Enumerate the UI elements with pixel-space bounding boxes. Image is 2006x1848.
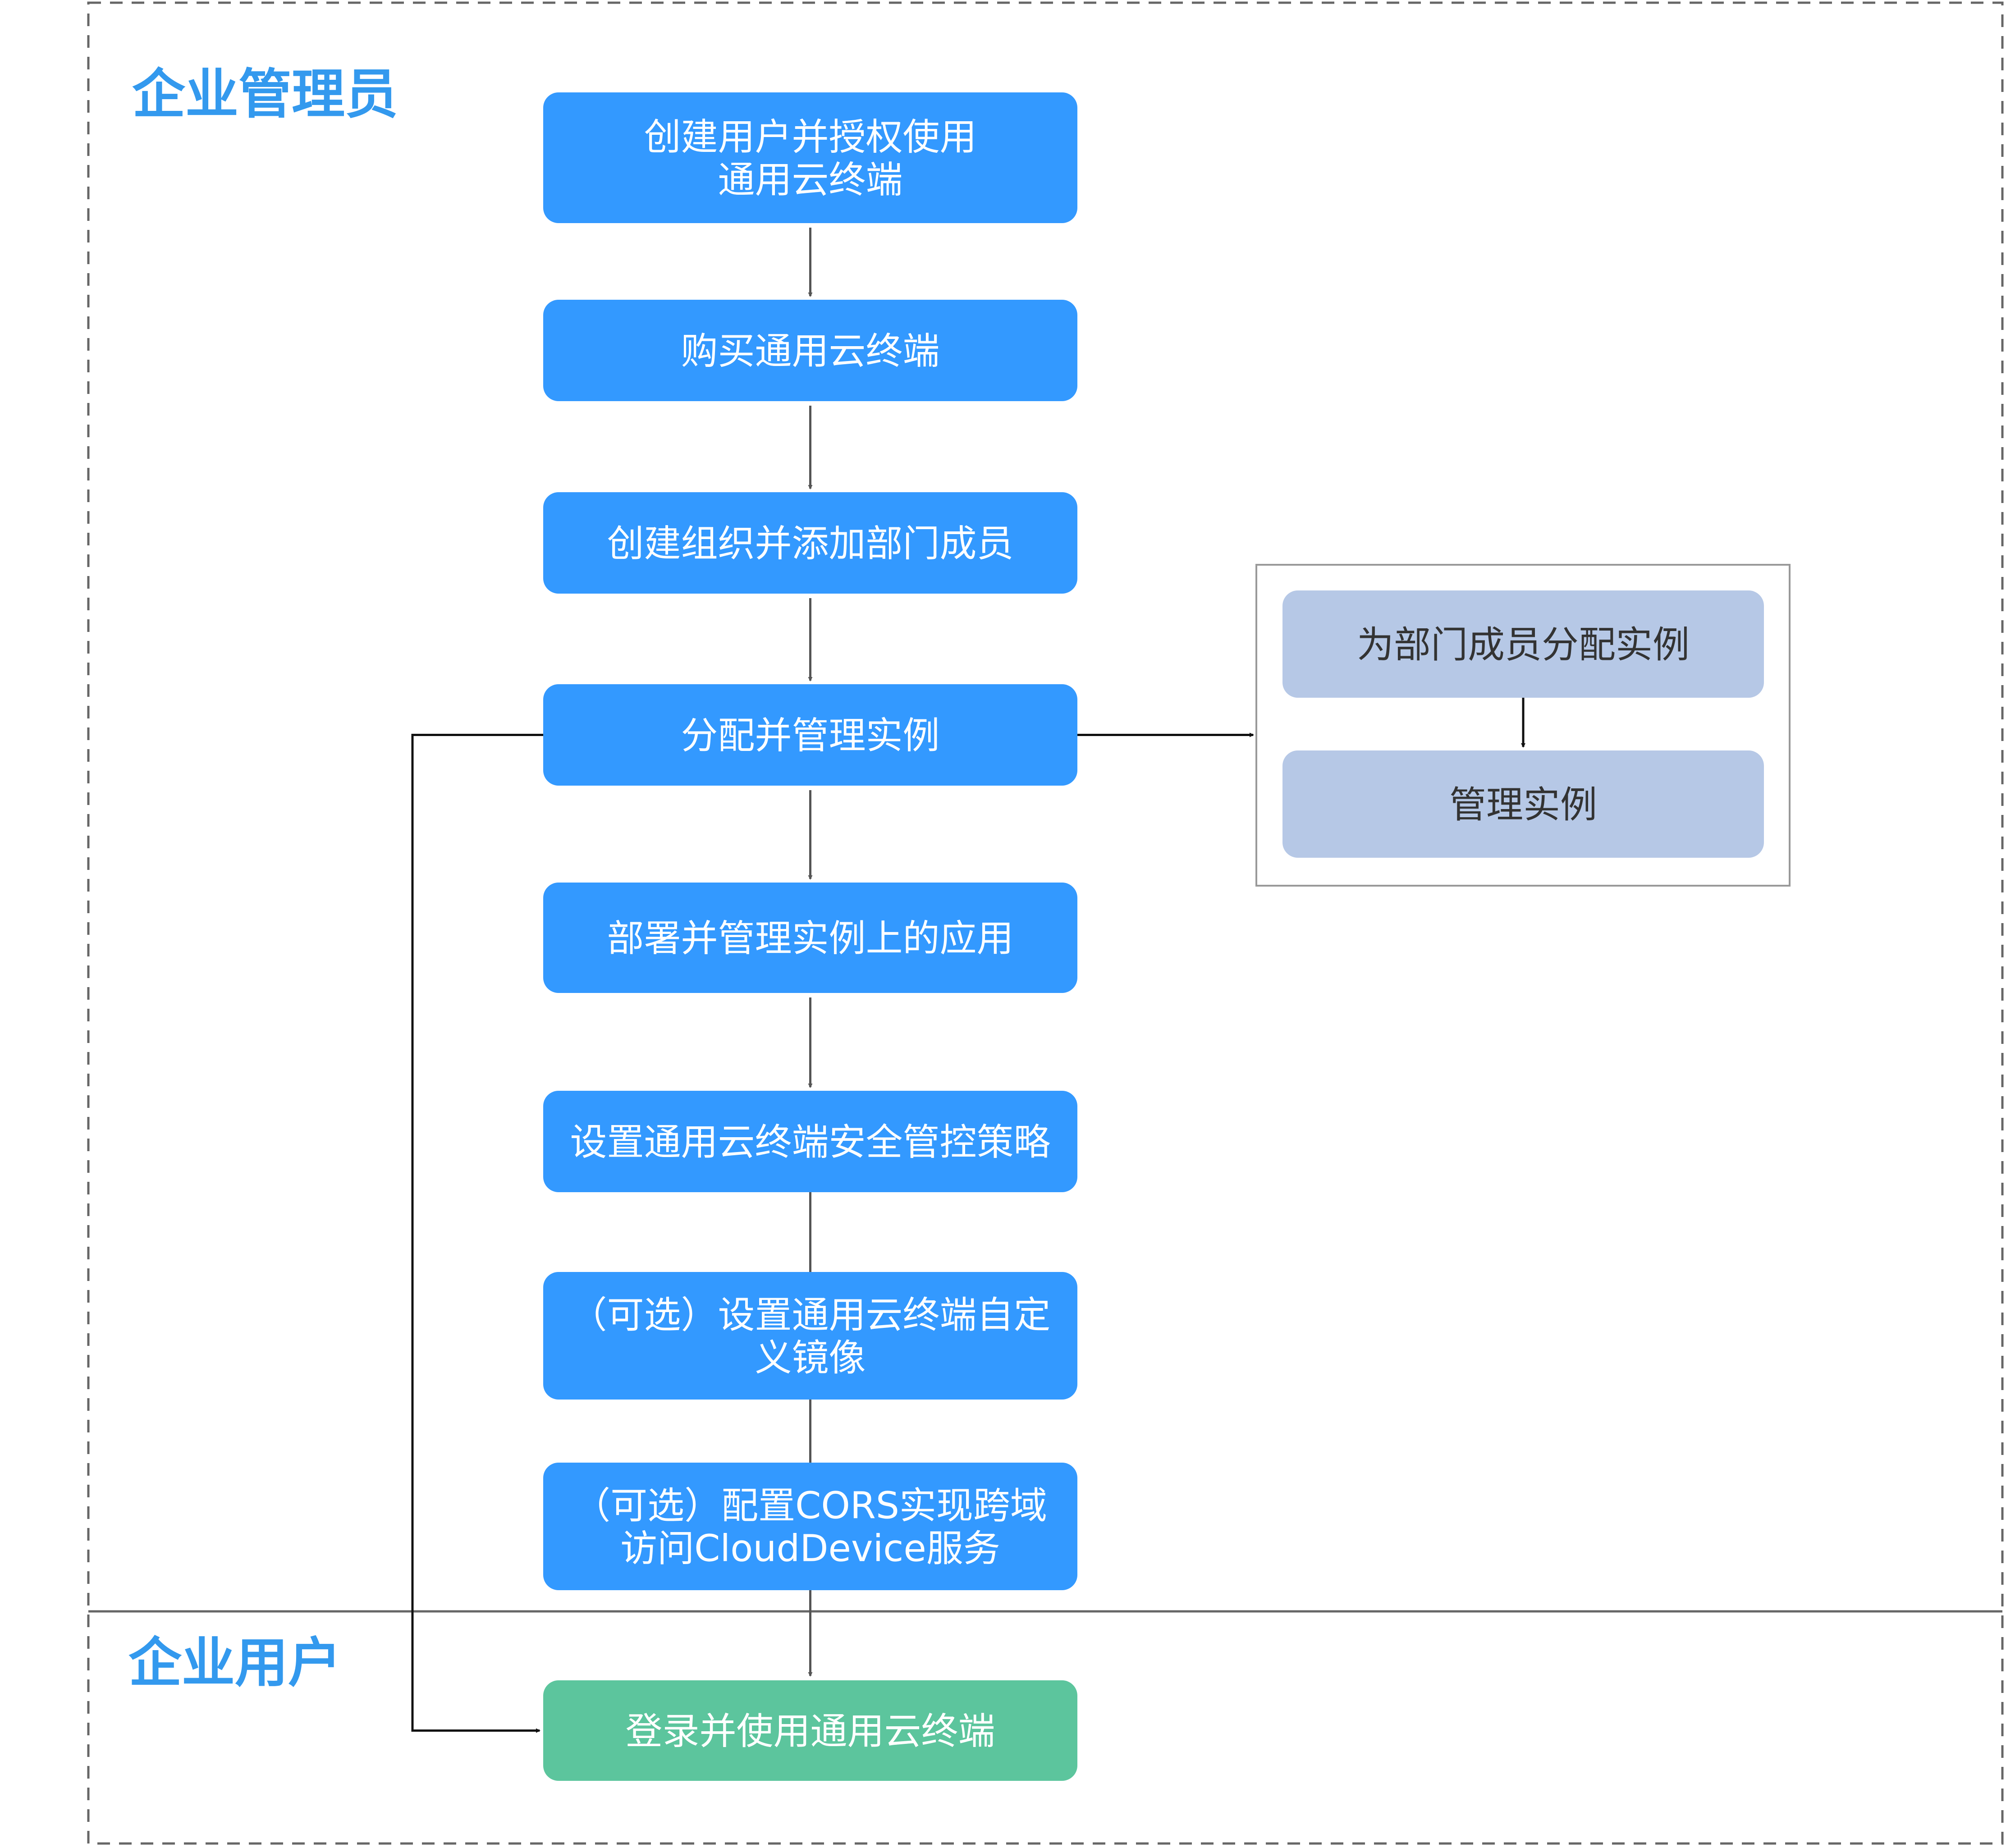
step-deploy-apps-label-0: 部署并管理实例上的应用 [607,917,1013,960]
connectors [411,228,1525,1733]
step-security-policy-label-0: 设置通用云终端安全管控策略 [570,1121,1050,1164]
step-cors-label-1: 访问CloudDevice服务 [620,1528,1000,1570]
step-assign-instances: 为部门成员分配实例 [1282,590,1764,698]
step-custom-image-label-0: （可选）设置通用云终端自定 [570,1294,1050,1336]
step-cors-box [543,1463,1077,1590]
step-purchase-box [543,300,1077,401]
step-purchase-label-0: 购买通用云终端 [681,330,939,373]
step-login-label-0: 登录并使用通用云终端 [625,1710,995,1753]
step-create-user-label-1: 通用云终端 [718,159,902,201]
step-create-org-label-0: 创建组织并添加部门成员 [607,522,1013,565]
step-deploy-apps-box [543,883,1077,993]
step-create-org: 创建组织并添加部门成员 [543,492,1077,594]
step-login-box [543,1680,1077,1781]
step-allocate-manage-box [543,684,1077,786]
step-deploy-apps: 部署并管理实例上的应用 [543,883,1077,993]
step-security-policy-box [543,1091,1077,1192]
step-manage-instances-box [1282,750,1764,858]
step-create-user-label-0: 创建用户并授权使用 [644,116,976,159]
step-create-org-box [543,492,1077,594]
step-security-policy: 设置通用云终端安全管控策略 [543,1091,1077,1192]
step-allocate-manage-label-0: 分配并管理实例 [681,714,939,757]
step-manage-instances: 管理实例 [1282,750,1764,858]
step-assign-instances-box [1282,590,1764,698]
step-custom-image-box [543,1272,1077,1400]
step-manage-instances-label-0: 管理实例 [1449,784,1597,827]
admin-lane-label: 企业管理员 [132,63,398,125]
user-lane-label: 企业用户 [128,1632,341,1694]
step-purchase: 购买通用云终端 [543,300,1077,401]
step-login: 登录并使用通用云终端 [543,1680,1077,1781]
connector-bypass-to-login [411,734,543,1733]
step-create-user-box [543,92,1077,223]
nodes: 创建用户并授权使用通用云终端购买通用云终端创建组织并添加部门成员分配并管理实例部… [543,92,1764,1781]
step-custom-image-label-1: 义镜像 [755,1337,866,1380]
step-assign-instances-label-0: 为部门成员分配实例 [1357,624,1690,667]
admin-lane-frame [87,1,2004,1845]
step-cors-label-0: （可选）配置CORS实现跨域 [573,1484,1047,1527]
step-allocate-manage: 分配并管理实例 [543,684,1077,786]
